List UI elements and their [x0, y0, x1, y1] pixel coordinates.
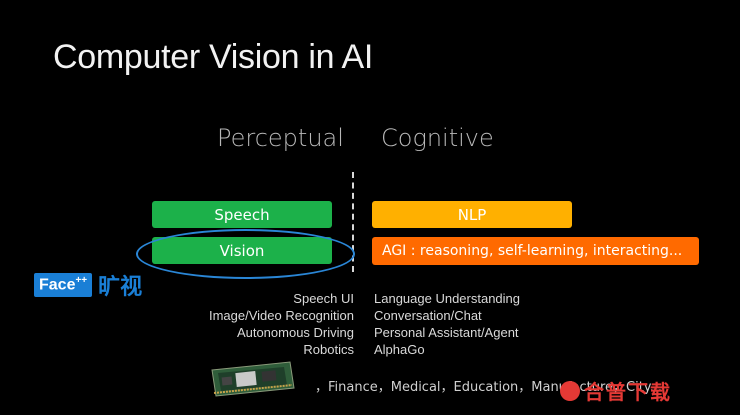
bar-speech: Speech — [152, 201, 332, 228]
slide-title: Computer Vision in AI — [53, 38, 374, 76]
face-plus-plus-logo: Face++ 旷视 — [34, 269, 142, 301]
logo-superscript: ++ — [75, 275, 88, 287]
list-item: Conversation/Chat — [374, 308, 482, 323]
vision-highlight-ellipse — [136, 229, 355, 279]
list-item: Autonomous Driving — [236, 325, 354, 340]
perceptual-list: Speech UI Image/Video Recognition Autono… — [209, 290, 354, 358]
column-head-perceptual: Perceptual — [217, 124, 344, 152]
logo-box: Face++ — [34, 273, 93, 297]
list-item: Image/Video Recognition — [208, 308, 354, 323]
logo-brand: Face — [39, 276, 76, 294]
bar-agi-label: AGI : reasoning, self-learning, interact… — [382, 243, 683, 259]
bar-nlp: NLP — [372, 201, 572, 228]
watermark-logo-icon — [560, 380, 580, 401]
bar-nlp-label: NLP — [457, 205, 487, 224]
list-item: Personal Assistant/Agent — [374, 325, 519, 340]
cognitive-list: Language Understanding Conversation/Chat… — [374, 290, 520, 358]
watermark-text: 合普下载 — [584, 380, 672, 404]
watermark: 合普下载 — [560, 376, 672, 405]
logo-chinese: 旷视 — [98, 275, 143, 300]
list-item: Language Understanding — [374, 291, 521, 306]
bar-speech-label: Speech — [214, 205, 270, 224]
list-item: AlphaGo — [374, 342, 425, 357]
list-item: Speech UI — [293, 291, 354, 306]
column-divider — [352, 172, 354, 272]
list-item: Robotics — [303, 342, 354, 357]
bar-agi: AGI : reasoning, self-learning, interact… — [372, 237, 699, 265]
column-head-cognitive: Cognitive — [381, 124, 494, 152]
circuit-board-icon — [211, 361, 295, 397]
